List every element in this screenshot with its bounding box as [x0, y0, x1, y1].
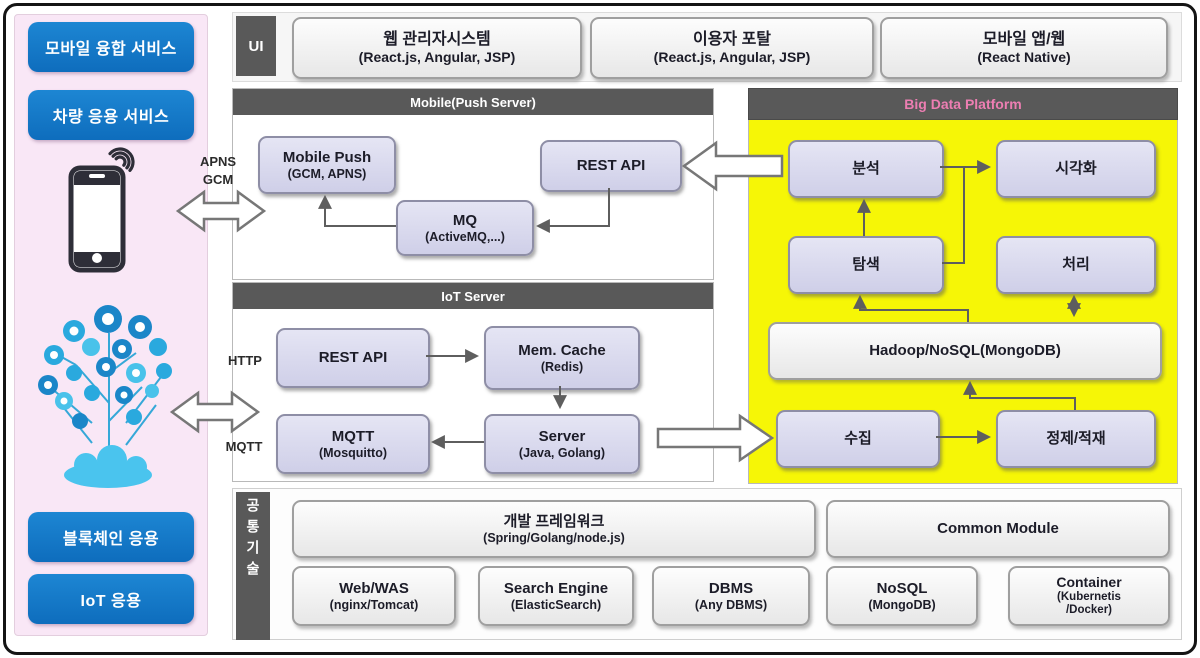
node-common-module: Common Module — [826, 500, 1170, 558]
node-dbms: DBMS (Any DBMS) — [652, 566, 810, 626]
node-title: NoSQL — [876, 579, 928, 597]
service-badge-label: 차량 응용 서비스 — [52, 109, 170, 126]
node-subtitle: (GCM, APNS) — [287, 166, 367, 181]
node-subtitle: (Spring/Golang/node.js) — [483, 530, 625, 545]
node-web-was: Web/WAS (nginx/Tomcat) — [292, 566, 456, 626]
node-title: 정제/적재 — [1046, 430, 1106, 447]
node-mqtt: MQTT (Mosquitto) — [276, 414, 430, 474]
node-rest-api-mobile: REST API — [540, 140, 682, 192]
node-title: Container — [1056, 573, 1122, 590]
bigdata-platform-header: Big Data Platform — [748, 88, 1178, 120]
node-title: 개발 프레임워크 — [503, 512, 605, 530]
ui-row-label: UI — [236, 16, 276, 76]
node-search-engine: Search Engine (ElasticSearch) — [478, 566, 634, 626]
node-container: Container (Kubernetis /Docker) — [1008, 566, 1170, 626]
node-refine-load: 정제/적재 — [996, 410, 1156, 468]
iot-tree-image — [38, 305, 172, 488]
smartphone-icon — [68, 147, 135, 273]
service-badge-label: 모바일 융합 서비스 — [45, 41, 177, 58]
node-title: REST API — [318, 349, 388, 366]
node-title: 수집 — [844, 430, 872, 447]
node-mobile-app-web: 모바일 앱/웹 (React Native) — [880, 17, 1168, 79]
service-badge-label: 블록체인 응용 — [62, 531, 160, 548]
mobile-push-server-header: Mobile(Push Server) — [233, 89, 713, 115]
common-tech-label: 공통기술 — [236, 492, 270, 640]
node-title: 분석 — [852, 160, 880, 177]
panel-title: IoT Server — [441, 288, 505, 304]
node-mq: MQ (ActiveMQ,...) — [396, 200, 534, 256]
node-subtitle: (React.js, Angular, JSP) — [358, 49, 516, 66]
node-title: Mobile Push — [282, 148, 372, 166]
node-title: Server — [538, 427, 586, 445]
node-analysis: 분석 — [788, 140, 944, 198]
node-subtitle: (nginx/Tomcat) — [329, 597, 419, 612]
apns-label: APNS — [199, 154, 237, 169]
node-subtitle: (Any DBMS) — [694, 597, 768, 612]
node-title: Mem. Cache — [518, 341, 606, 359]
service-badge-mobile-fusion: 모바일 융합 서비스 — [28, 22, 194, 72]
node-title: Common Module — [937, 520, 1059, 537]
node-title: Web/WAS — [339, 579, 409, 597]
node-title: 모바일 앱/웹 — [982, 31, 1066, 48]
node-subtitle: (Java, Golang) — [518, 445, 606, 460]
node-subtitle: (React Native) — [977, 49, 1071, 66]
node-subtitle: (Mosquitto) — [318, 445, 388, 460]
node-title: REST API — [576, 157, 646, 174]
node-web-admin-system: 웹 관리자시스템 (React.js, Angular, JSP) — [292, 17, 582, 79]
node-title: Search Engine — [503, 579, 609, 597]
node-processing: 처리 — [996, 236, 1156, 294]
node-subtitle: (ActiveMQ,...) — [425, 229, 505, 244]
node-title: MQ — [452, 211, 478, 229]
node-nosql: NoSQL (MongoDB) — [826, 566, 978, 626]
service-badge-blockchain: 블록체인 응용 — [28, 512, 194, 562]
node-collection: 수집 — [776, 410, 940, 468]
node-exploration: 탐색 — [788, 236, 944, 294]
node-mem-cache: Mem. Cache (Redis) — [484, 326, 640, 390]
panel-title: Big Data Platform — [904, 96, 1022, 112]
node-title: 처리 — [1062, 256, 1090, 273]
node-server-java-golang: Server (Java, Golang) — [484, 414, 640, 474]
service-badge-vehicle: 차량 응용 서비스 — [28, 90, 194, 140]
node-title: Hadoop/NoSQL(MongoDB) — [869, 342, 1061, 359]
node-mobile-push: Mobile Push (GCM, APNS) — [258, 136, 396, 194]
node-subtitle: (React.js, Angular, JSP) — [653, 49, 811, 66]
panel-title: Mobile(Push Server) — [410, 94, 536, 110]
node-title: DBMS — [708, 579, 754, 597]
node-subtitle: (MongoDB) — [868, 597, 936, 612]
node-title: 탐색 — [852, 256, 880, 273]
http-label: HTTP — [228, 353, 262, 368]
node-rest-api-iot: REST API — [276, 328, 430, 388]
gcm-label: GCM — [202, 172, 234, 187]
node-subtitle: (ElasticSearch) — [510, 597, 602, 612]
service-badge-label: IoT 응용 — [80, 593, 142, 610]
node-user-portal: 이용자 포탈 (React.js, Angular, JSP) — [590, 17, 874, 79]
node-title: 웹 관리자시스템 — [383, 31, 491, 48]
service-badge-iot: IoT 응용 — [28, 574, 194, 624]
mqtt-label: MQTT — [225, 439, 263, 454]
node-title: 시각화 — [1055, 160, 1097, 177]
ui-row-label-text: UI — [248, 37, 264, 55]
node-dev-framework: 개발 프레임워크 (Spring/Golang/node.js) — [292, 500, 816, 558]
node-subtitle: (Kubernetis /Docker) — [1057, 590, 1121, 617]
iot-server-header: IoT Server — [233, 283, 713, 309]
node-title: MQTT — [331, 427, 375, 445]
node-title: 이용자 포탈 — [692, 31, 772, 48]
node-subtitle: (Redis) — [540, 359, 584, 374]
node-visualization: 시각화 — [996, 140, 1156, 198]
common-tech-label-text: 공통기술 — [245, 498, 261, 582]
node-hadoop-nosql: Hadoop/NoSQL(MongoDB) — [768, 322, 1162, 380]
